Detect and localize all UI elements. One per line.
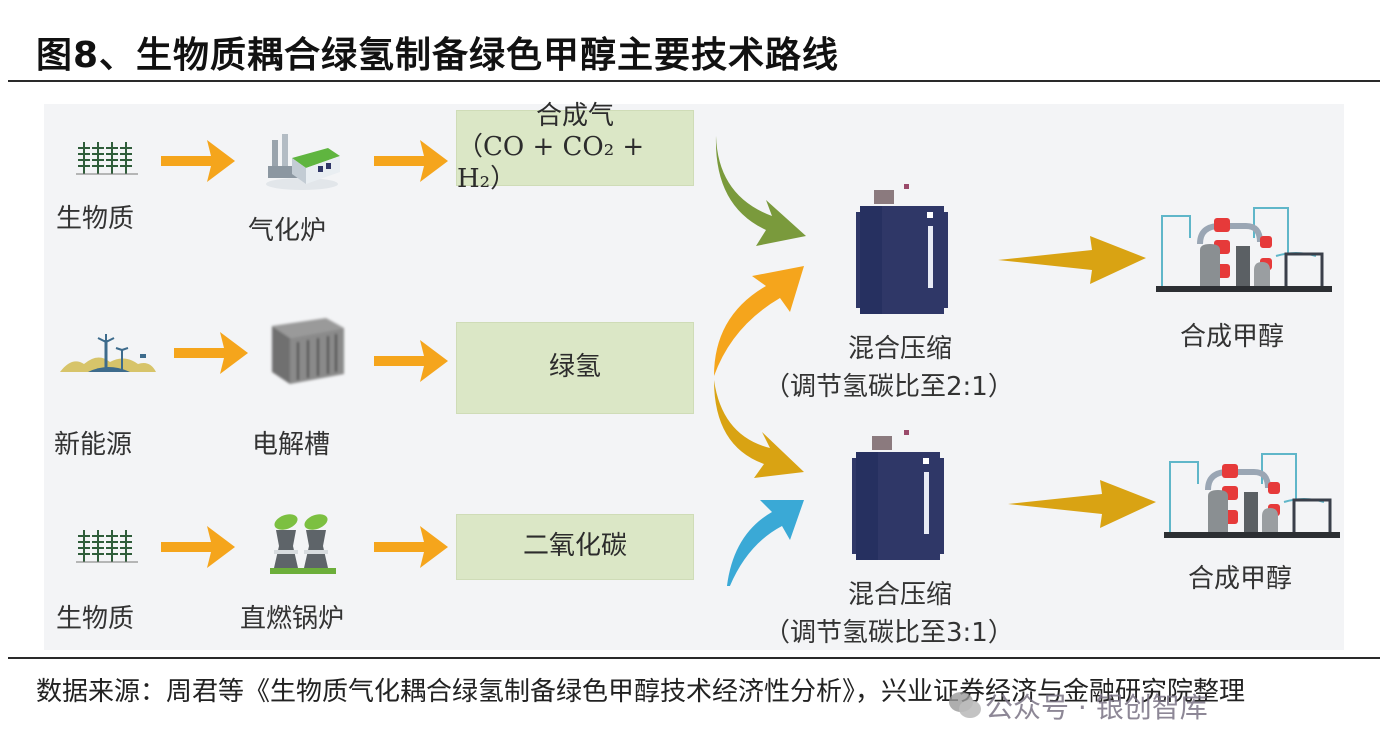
arrow-right-icon xyxy=(998,236,1146,284)
source-note: 数据来源：周君等《生物质气化耦合绿氢制备绿色甲醇技术经济性分析》，兴业证券经济与… xyxy=(36,677,1246,707)
mixer1-label: 混合压缩 xyxy=(848,334,953,364)
electrolyzer-icon xyxy=(272,318,344,384)
figure-title: 图8、生物质耦合绿氢制备绿色甲醇主要技术路线 xyxy=(36,35,840,76)
output1-label: 合成甲醇 xyxy=(1180,322,1285,352)
curved-arrow-green-icon xyxy=(715,136,806,246)
biomass-trees-icon xyxy=(76,142,138,175)
mixer1-note: （调节氢碳比至2:1） xyxy=(764,372,1014,402)
mixer2-label: 混合压缩 xyxy=(848,580,953,610)
arrow-right-icon xyxy=(374,526,448,568)
row3-process-label: 直燃锅炉 xyxy=(240,604,345,634)
curved-arrow-gold-icon xyxy=(714,380,804,478)
arrow-right-icon xyxy=(1008,480,1156,528)
syngas-box: 合成气 （CO + CO₂ + H₂） xyxy=(456,101,694,194)
row1-process-label: 气化炉 xyxy=(248,216,327,246)
row3-source-label: 生物质 xyxy=(56,604,135,634)
carbon-dioxide-box: 二氧化碳 xyxy=(456,514,694,580)
wind-solar-landscape-icon xyxy=(60,334,156,372)
methanol-plant-icon xyxy=(1156,207,1332,292)
syngas-label: 合成气 xyxy=(535,101,614,132)
curved-arrows xyxy=(714,136,806,586)
compressor-tank-icon xyxy=(852,430,944,560)
methanol-plant-icon xyxy=(1164,453,1340,538)
curved-arrow-orange-icon xyxy=(714,266,804,376)
row2-process-label: 电解槽 xyxy=(252,430,331,460)
arrow-right-icon xyxy=(161,140,235,182)
row1-source-label: 生物质 xyxy=(56,204,135,234)
mixer2-note: （调节氢碳比至3:1） xyxy=(764,618,1014,648)
compressor-tank-icon xyxy=(856,184,948,314)
wechat-icon xyxy=(949,692,981,718)
biomass-trees-icon xyxy=(76,530,138,563)
green-hydrogen-box: 绿氢 xyxy=(456,322,694,414)
curved-arrow-blue-icon xyxy=(726,500,804,586)
boiler-cooling-tower-icon xyxy=(270,514,336,574)
title-divider xyxy=(8,80,1380,82)
syngas-formula: （CO + CO₂ + H₂） xyxy=(457,132,645,194)
gasifier-factory-icon xyxy=(266,134,340,190)
output2-label: 合成甲醇 xyxy=(1188,564,1293,594)
arrow-right-icon xyxy=(374,340,448,382)
watermark-text: 公众号 · 银创智库 xyxy=(985,691,1208,724)
green-hydrogen-label: 绿氢 xyxy=(548,352,601,383)
arrow-right-icon xyxy=(374,140,448,182)
footer-divider xyxy=(8,657,1380,659)
row2-source-label: 新能源 xyxy=(54,430,133,460)
arrow-right-icon xyxy=(174,332,248,374)
carbon-dioxide-label: 二氧化碳 xyxy=(522,531,627,562)
diagram-panel xyxy=(44,104,1344,650)
arrow-right-icon xyxy=(161,526,235,568)
